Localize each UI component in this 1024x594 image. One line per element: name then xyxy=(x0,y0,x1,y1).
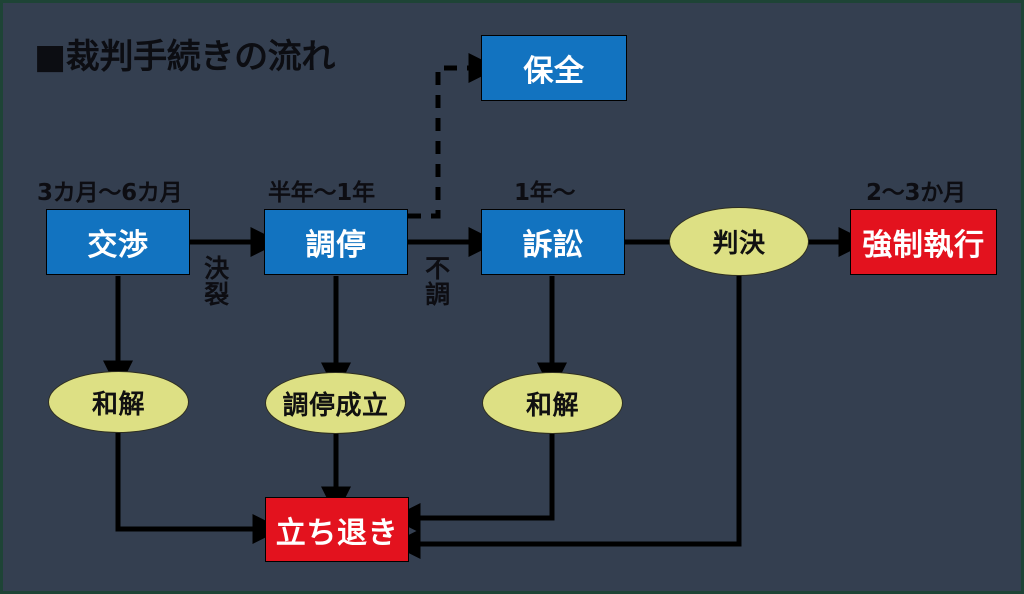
node-kyoseishikko-label: 強制執行 xyxy=(862,228,985,263)
node-hanketsu[interactable]: 判決 xyxy=(669,207,809,276)
node-wakai-2[interactable]: 和解 xyxy=(482,372,623,434)
caption-mediation-duration: 半年〜1年 xyxy=(268,180,375,206)
node-choteiseiritsu-label: 調停成立 xyxy=(282,390,389,421)
caption-negotiation-duration: 3カ月〜6カ月 xyxy=(37,180,183,206)
node-hanketsu-label: 判決 xyxy=(712,229,766,259)
connector-hanketsu-to-tachinoki xyxy=(390,276,742,559)
edge-label-fucho: 不調 xyxy=(425,254,451,309)
node-sosho-label: 訴訟 xyxy=(522,228,584,263)
node-hozen[interactable]: 保全 xyxy=(481,35,627,101)
node-hozen-label: 保全 xyxy=(523,54,585,89)
node-choteiseiritsu[interactable]: 調停成立 xyxy=(265,372,406,434)
node-kosho[interactable]: 交渉 xyxy=(46,209,190,275)
node-kosho-label: 交渉 xyxy=(87,228,149,263)
node-chotei[interactable]: 調停 xyxy=(264,209,408,275)
node-wakai-1[interactable]: 和解 xyxy=(48,371,189,433)
connector-chotei-to-hozen-dashed xyxy=(408,53,499,219)
connector-layer xyxy=(103,53,869,559)
page-title: ■裁判手続きの流れ xyxy=(34,37,336,77)
caption-execution-duration: 2〜3か月 xyxy=(866,180,966,206)
edge-label-ketsuretsu: 決裂 xyxy=(204,254,230,309)
node-wakai-1-label: 和解 xyxy=(91,389,146,420)
node-chotei-label: 調停 xyxy=(305,228,367,263)
node-tachinoki[interactable]: 立ち退き xyxy=(265,497,409,562)
connector-wakai2-to-tachinoki xyxy=(390,433,555,533)
node-kyoseishikko[interactable]: 強制執行 xyxy=(850,209,997,275)
node-wakai-2-label: 和解 xyxy=(525,390,580,421)
connector-wakai1-to-tachinoki xyxy=(115,433,283,544)
node-tachinoki-label: 立ち退き xyxy=(275,515,399,551)
caption-litigation-duration: 1年〜 xyxy=(514,180,576,206)
node-sosho[interactable]: 訴訟 xyxy=(481,209,625,275)
